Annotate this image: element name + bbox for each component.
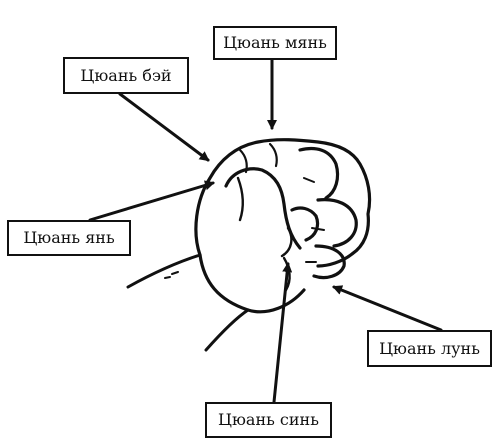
label-quan-myan: Цюань мянь xyxy=(213,26,337,60)
arrow-lun xyxy=(332,285,443,332)
forearm xyxy=(126,253,250,352)
label-quan-sin: Цюань синь xyxy=(205,402,332,438)
arrow-sin xyxy=(272,262,293,404)
label-quan-lun: Цюань лунь xyxy=(367,330,492,367)
label-quan-bei: Цюань бэй xyxy=(63,57,189,94)
fist xyxy=(194,138,372,314)
arrow-yan xyxy=(88,180,215,222)
leader-arrows xyxy=(88,58,443,404)
arrow-bei xyxy=(118,92,210,162)
label-quan-yan: Цюань янь xyxy=(7,220,131,256)
